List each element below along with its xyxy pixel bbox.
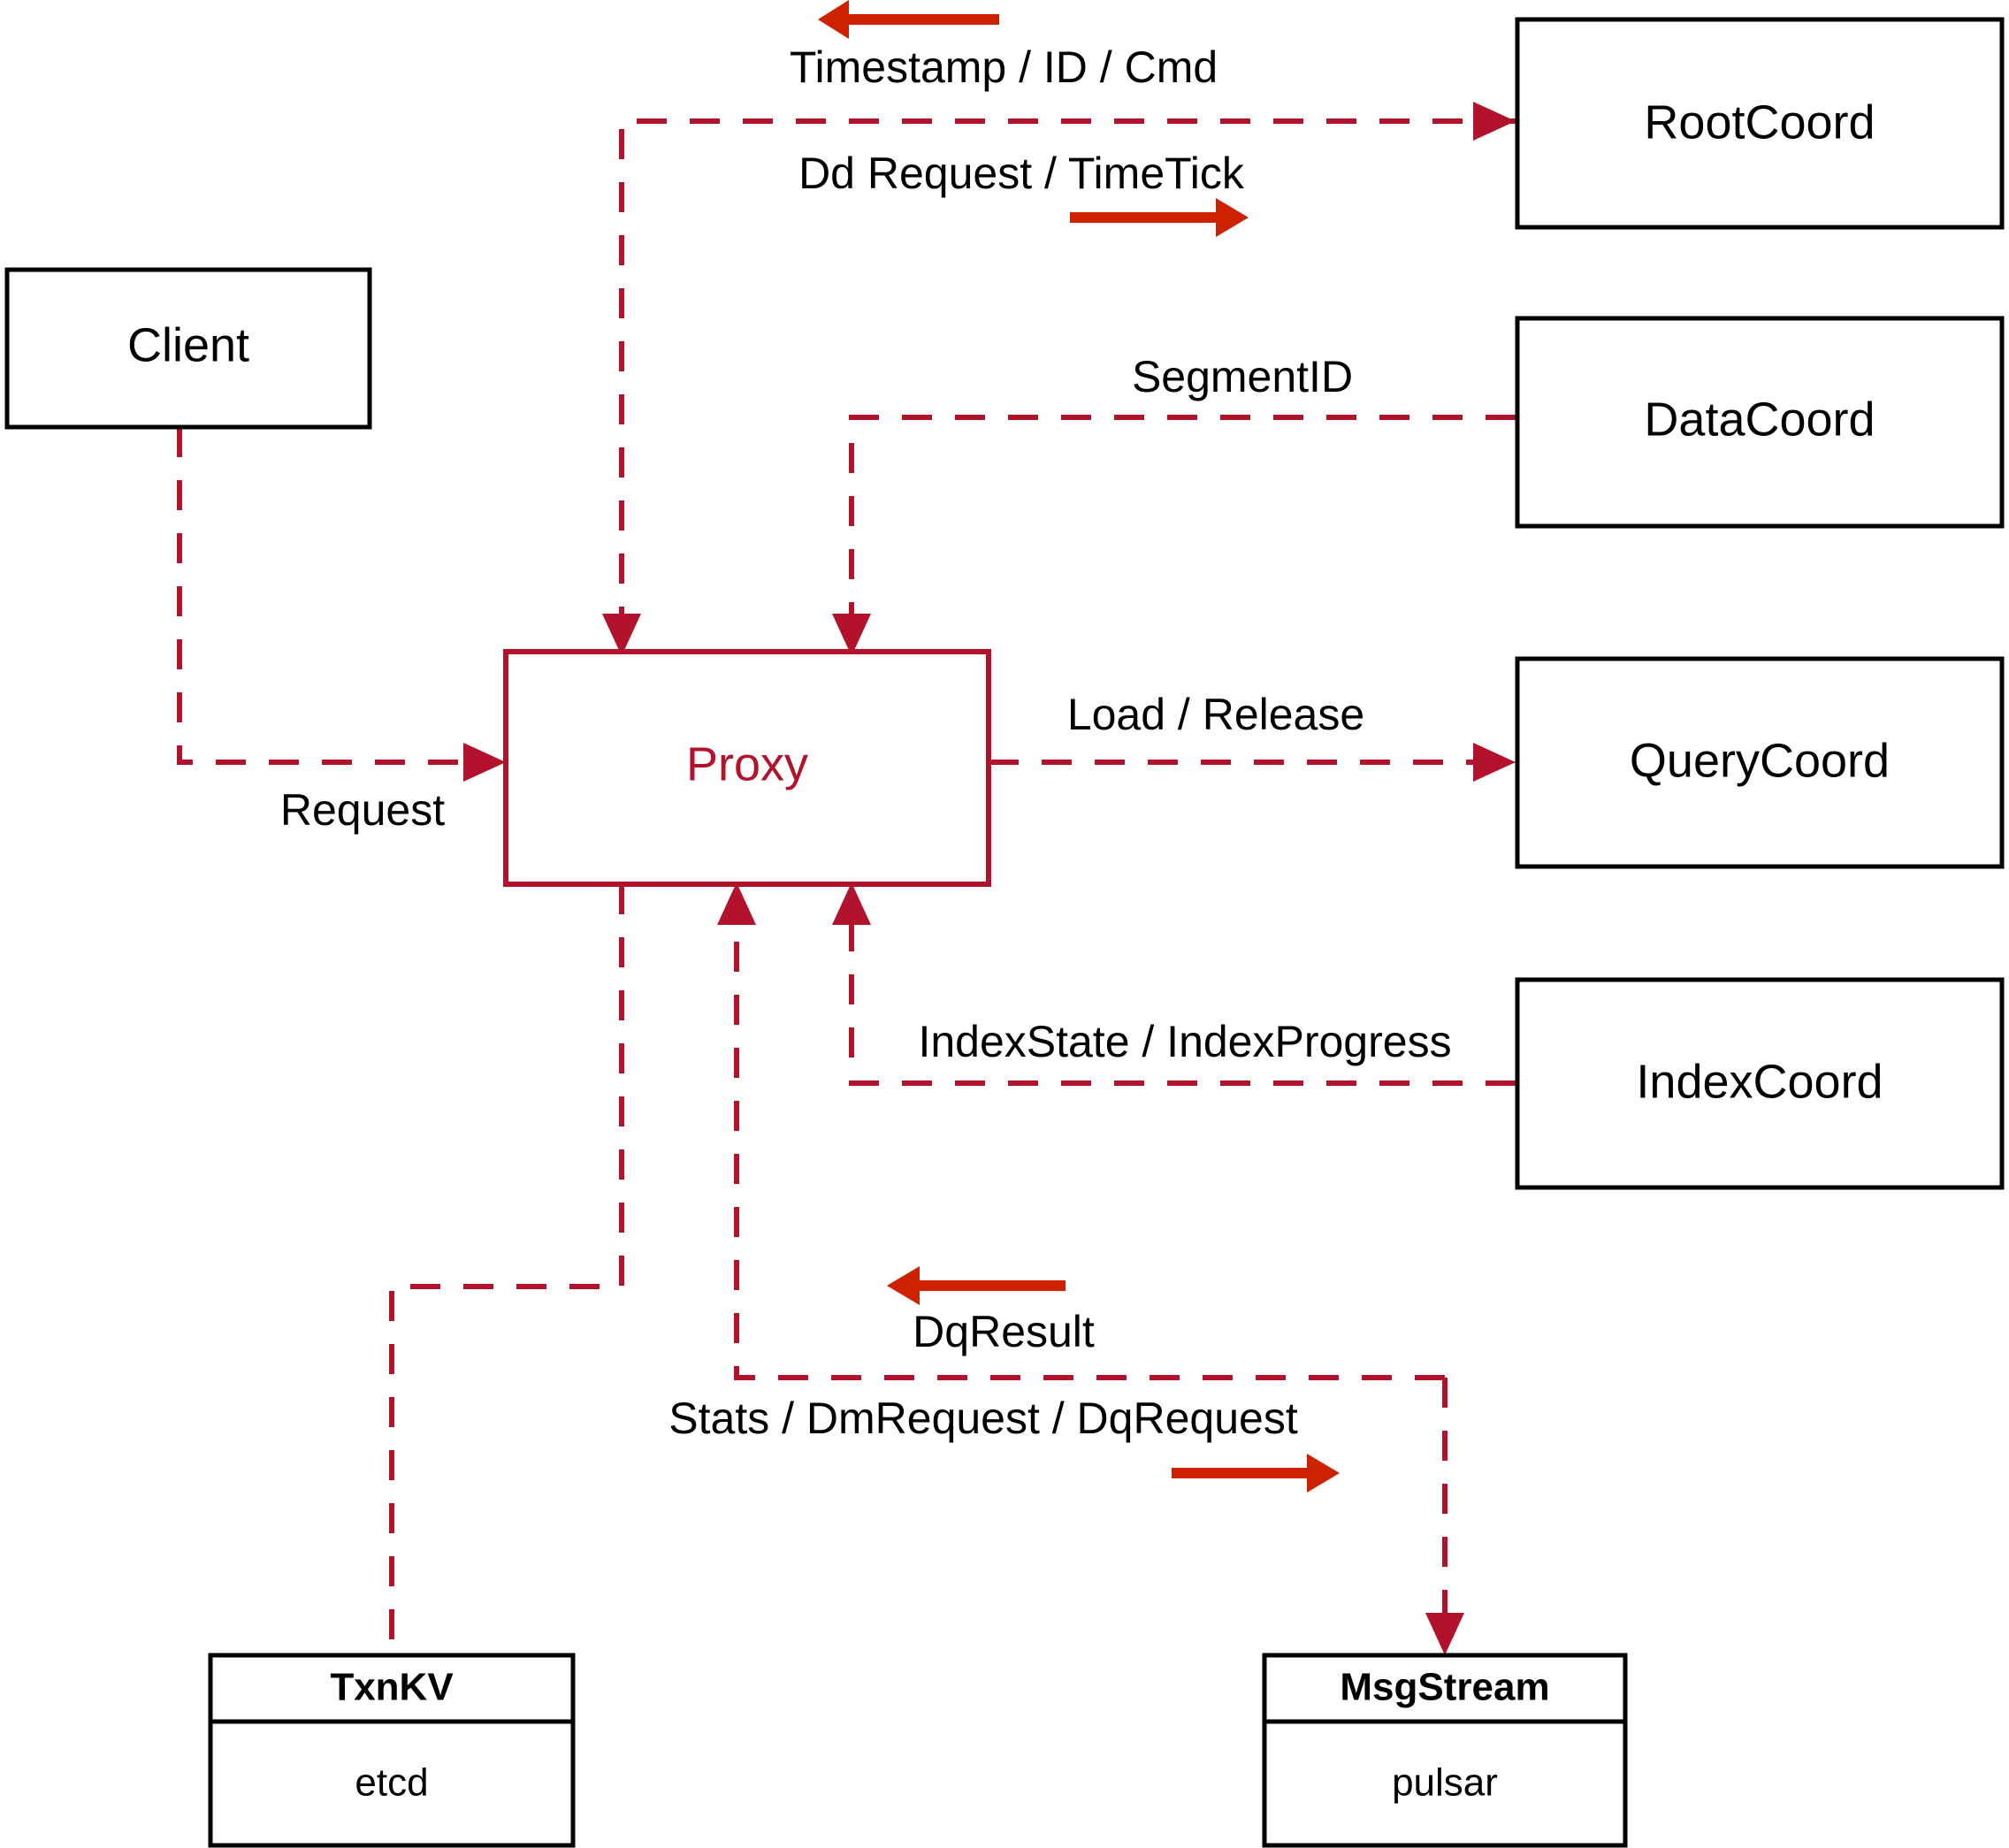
direction-arrow-stats-right <box>1172 1454 1340 1493</box>
node-txnkv-impl: etcd <box>355 1761 428 1805</box>
node-msgstream-impl: pulsar <box>1392 1761 1498 1805</box>
edge-proxy-querycoord <box>989 743 1516 782</box>
edge-msgstream-proxy <box>717 882 1445 1380</box>
node-querycoord[interactable]: QueryCoord <box>1515 656 2005 869</box>
edge-proxy-msgstream <box>1425 1378 1464 1655</box>
node-client-label: Client <box>127 318 249 371</box>
node-proxy[interactable]: Proxy <box>503 649 991 887</box>
edge-indexcoord-proxy <box>832 882 1516 1086</box>
direction-arrow-timestamp-left <box>818 0 999 39</box>
node-txnkv-title: TxnKV <box>330 1666 454 1709</box>
node-client[interactable]: Client <box>4 267 372 430</box>
node-msgstream-title: MsgStream <box>1340 1666 1549 1709</box>
edge-rootcoord-proxy <box>602 102 1516 656</box>
edge-label-dd-request-timetick: Dd Request / TimeTick <box>798 149 1245 198</box>
node-rootcoord[interactable]: RootCoord <box>1515 17 2005 230</box>
node-rootcoord-label: RootCoord <box>1644 95 1875 149</box>
edge-label-timestamp-id-cmd: Timestamp / ID / Cmd <box>790 42 1218 92</box>
edge-label-load-release: Load / Release <box>1067 690 1364 739</box>
edge-label-dq-result: DqResult <box>913 1307 1095 1356</box>
edge-label-index-state-progress: IndexState / IndexProgress <box>918 1017 1451 1066</box>
direction-arrow-dqresult-left <box>887 1266 1066 1305</box>
node-msgstream[interactable]: MsgStream pulsar <box>1262 1653 1628 1848</box>
node-txnkv[interactable]: TxnKV etcd <box>208 1653 576 1848</box>
edge-client-proxy <box>177 427 506 782</box>
node-querycoord-label: QueryCoord <box>1630 734 1890 787</box>
direction-arrow-ddrequest-right <box>1070 198 1249 237</box>
edge-datacoord-proxy <box>832 415 1516 656</box>
node-datacoord[interactable]: DataCoord <box>1515 316 2005 529</box>
edge-label-request: Request <box>280 785 445 835</box>
node-datacoord-label: DataCoord <box>1644 393 1875 446</box>
edge-label-segment-id: SegmentID <box>1132 352 1353 401</box>
edge-label-stats-dm-dq-request: Stats / DmRequest / DqRequest <box>668 1394 1298 1443</box>
node-indexcoord-label: IndexCoord <box>1636 1055 1883 1108</box>
node-indexcoord[interactable]: IndexCoord <box>1515 977 2005 1190</box>
edge-proxy-txnkv <box>389 884 624 1655</box>
node-proxy-label: Proxy <box>686 737 808 790</box>
